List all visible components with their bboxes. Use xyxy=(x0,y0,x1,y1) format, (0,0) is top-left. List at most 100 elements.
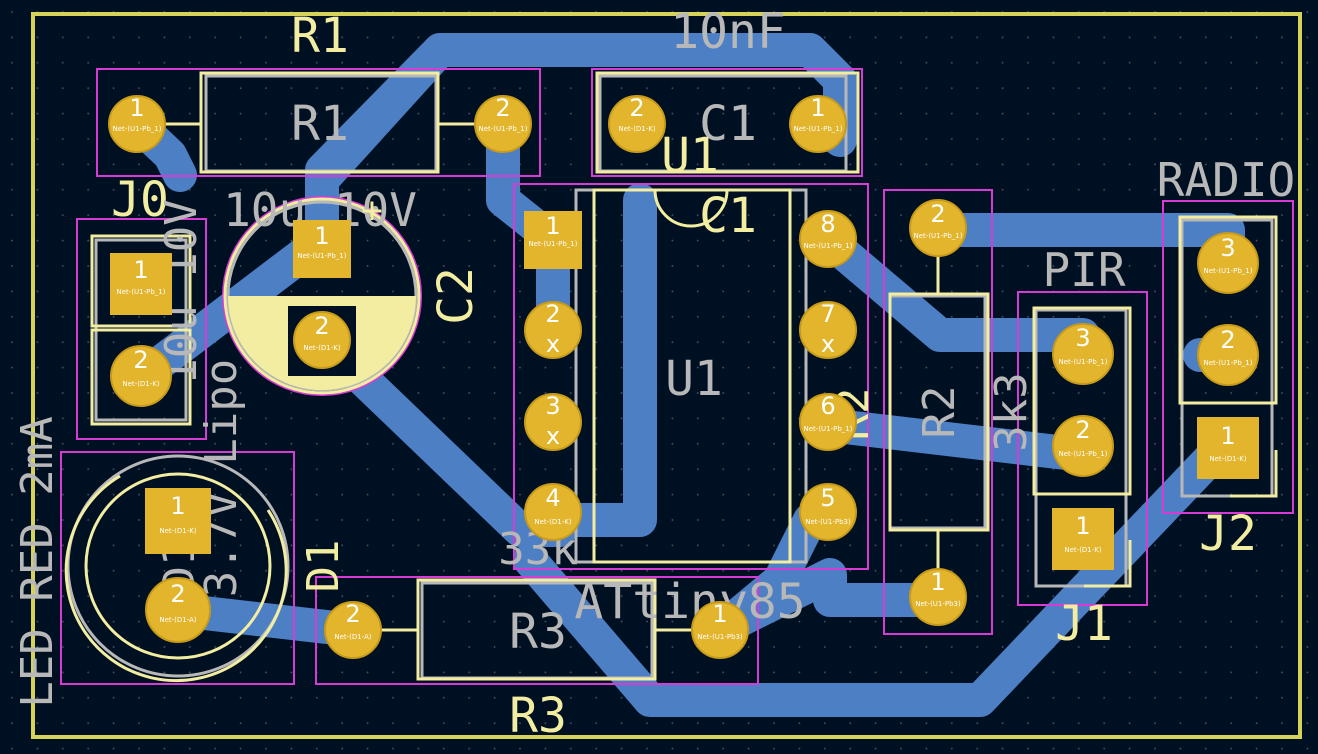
svg-text:1: 1 xyxy=(1220,422,1235,450)
r1-ref-label: R1 xyxy=(291,8,349,64)
svg-text:2: 2 xyxy=(930,200,945,228)
svg-text:3: 3 xyxy=(545,392,560,420)
svg-text:Net-(D1-K): Net-(D1-K) xyxy=(303,344,341,352)
svg-text:2: 2 xyxy=(170,580,185,608)
courtyard-layer xyxy=(60,68,1294,685)
svg-text:1: 1 xyxy=(930,568,945,596)
r3-ref-label: R3 xyxy=(509,688,567,744)
svg-text:x: x xyxy=(546,330,560,358)
svg-text:Net-(U1-Pb_1): Net-(U1-Pb_1) xyxy=(1059,450,1108,458)
svg-text:Net-(U1-Pb_1): Net-(U1-Pb_1) xyxy=(804,425,853,433)
courtyard-r2 xyxy=(883,189,993,635)
r1-body-label: R1 xyxy=(291,96,349,152)
courtyard-c2 xyxy=(222,196,422,396)
svg-text:Net-(U1-Pb_1): Net-(U1-Pb_1) xyxy=(113,125,162,133)
silk-d1-inner xyxy=(84,472,272,660)
pad-u1-7: 7x xyxy=(799,300,857,359)
svg-text:Net-(U1-Pb_1): Net-(U1-Pb_1) xyxy=(1204,359,1253,367)
pad-u1-3: 3x xyxy=(524,392,582,451)
pad-u1-2: 2x xyxy=(524,300,582,359)
fab-d1 xyxy=(66,454,290,678)
courtyard-r1 xyxy=(96,68,541,177)
svg-text:2: 2 xyxy=(345,600,360,628)
svg-text:Net-(U1-Pb3): Net-(U1-Pb3) xyxy=(915,600,961,608)
u1-body-label: U1 xyxy=(665,351,723,407)
svg-text:1: 1 xyxy=(129,94,144,122)
svg-text:Net-(U1-Pb_1): Net-(U1-Pb_1) xyxy=(479,125,528,133)
u1-ref-label: U1 xyxy=(661,128,719,184)
j0-ref-label: J0 xyxy=(111,172,169,228)
courtyard-c1 xyxy=(591,68,863,177)
d1-ref-label: D1 xyxy=(298,540,349,593)
svg-text:Net-(U1-Pb_1): Net-(U1-Pb_1) xyxy=(914,232,963,240)
svg-text:1: 1 xyxy=(810,94,825,122)
svg-text:Net-(U1-Pb_1): Net-(U1-Pb_1) xyxy=(794,125,843,133)
fab-j1 xyxy=(1034,308,1128,588)
svg-text:2: 2 xyxy=(1220,326,1235,354)
c2-plus-mark: + xyxy=(361,190,383,231)
svg-text:Net-(U1-Pb_1): Net-(U1-Pb_1) xyxy=(529,240,578,248)
svg-text:Net-(D1-K): Net-(D1-K) xyxy=(534,518,572,526)
courtyard-j0 xyxy=(76,218,207,440)
u1-value-label: ATtiny85 xyxy=(574,574,805,630)
svg-text:1: 1 xyxy=(712,600,727,628)
svg-text:1: 1 xyxy=(314,222,329,250)
silk-u1-notch xyxy=(653,189,729,228)
svg-text:6: 6 xyxy=(820,392,835,420)
silk-c1-body xyxy=(595,71,860,174)
silk-j2-box xyxy=(1178,215,1278,405)
courtyard-r3 xyxy=(315,576,759,685)
silk-d1-arc xyxy=(64,474,288,683)
svg-text:5: 5 xyxy=(820,484,835,512)
svg-text:Net-(U1-Pb_1): Net-(U1-Pb_1) xyxy=(804,242,853,250)
svg-text:Net-(U1-Pb_1): Net-(U1-Pb_1) xyxy=(1059,358,1108,366)
battery-label: 3.7V Lipo xyxy=(196,359,247,597)
c2-ref-label: C2 xyxy=(428,267,484,325)
svg-text:Net-(D1-K): Net-(D1-K) xyxy=(1064,546,1102,554)
svg-text:2: 2 xyxy=(629,94,644,122)
c1-ref-label: C1 xyxy=(699,188,757,244)
svg-text:Net-(U1-Pb_1): Net-(U1-Pb_1) xyxy=(298,252,347,260)
j1-ref-label: J1 xyxy=(1055,596,1113,652)
silk-j0-bottom xyxy=(90,328,192,426)
svg-text:1: 1 xyxy=(1075,512,1090,540)
svg-text:x: x xyxy=(821,330,835,358)
courtyard-u1 xyxy=(513,183,869,570)
r2-body-label: R2 xyxy=(914,386,965,439)
silk-u1-body xyxy=(592,188,792,564)
svg-text:1: 1 xyxy=(170,492,185,520)
courtyard-j1 xyxy=(1017,291,1148,606)
svg-text:2: 2 xyxy=(133,346,148,374)
trace-u1-pin4-bus xyxy=(536,183,657,537)
svg-text:2: 2 xyxy=(495,94,510,122)
svg-text:3: 3 xyxy=(1220,234,1235,262)
pir-label: PIR xyxy=(1042,243,1125,297)
svg-text:Net-(U1-Pb3): Net-(U1-Pb3) xyxy=(697,633,743,641)
r3-body-label: R3 xyxy=(509,604,567,660)
led-note-label: LED RED 2mA xyxy=(12,416,63,707)
c1-body-label: C1 xyxy=(699,96,757,152)
courtyard-d1 xyxy=(60,451,295,685)
svg-text:Net-(D1-K): Net-(D1-K) xyxy=(159,527,197,535)
courtyard-j2 xyxy=(1162,200,1294,514)
r2-value-label: 3k3 xyxy=(986,372,1037,451)
svg-text:Net-(D1-K): Net-(D1-K) xyxy=(618,125,656,133)
silk-c2-outline xyxy=(223,197,421,395)
